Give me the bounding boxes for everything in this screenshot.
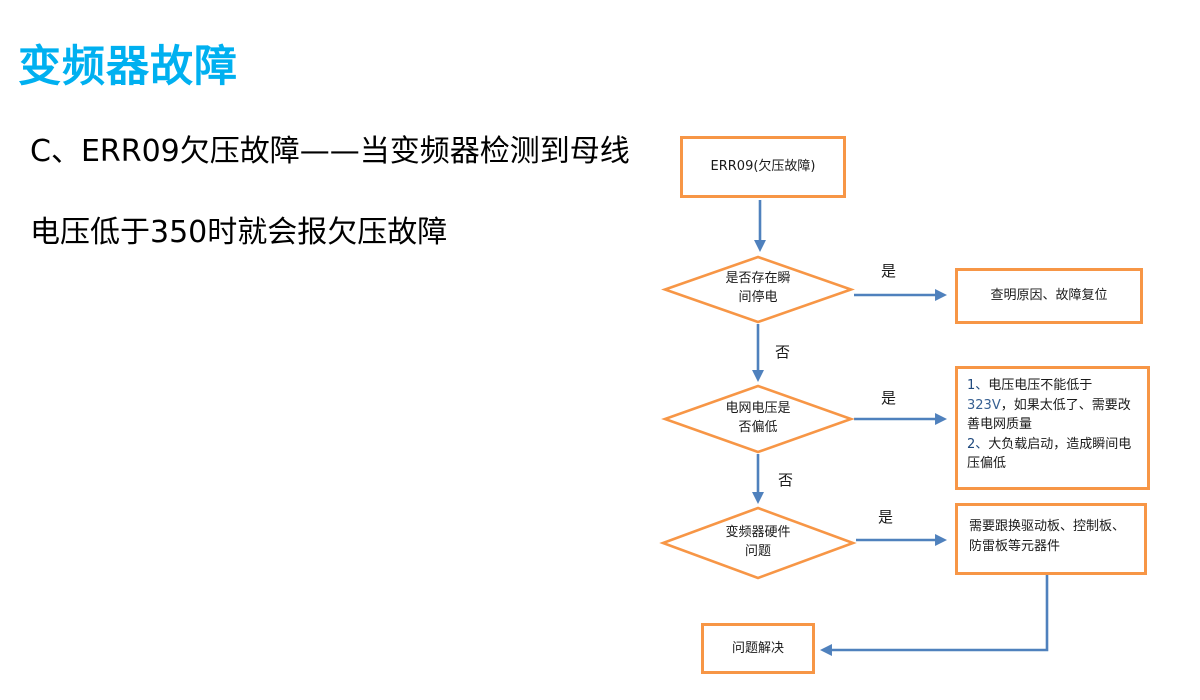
branch-label-no-2: 否 xyxy=(778,471,794,489)
result1-label: 查明原因、故障复位 xyxy=(990,288,1108,304)
node-decision-hardware-problem: 变频器硬件 问题 xyxy=(725,525,791,559)
end-label: 问题解决 xyxy=(731,640,784,656)
branch-label-no-1: 否 xyxy=(775,343,791,361)
node-result-find-cause-reset: 查明原因、故障复位 xyxy=(955,268,1143,324)
description-line-2: 电压低于350时就会报欠压故障 xyxy=(30,215,448,250)
branch-label-yes-2: 是 xyxy=(881,389,897,407)
node-start-label: ERR09(欠压故障) xyxy=(710,159,816,175)
fault-description: C、ERR09欠压故障——当变频器检测到母线 电压低于350时就会报欠压故障 xyxy=(30,130,680,292)
decision1-diamond xyxy=(661,255,855,324)
decision3-diamond xyxy=(659,506,857,580)
branch-label-yes-3: 是 xyxy=(878,508,894,526)
branch-label-yes-1: 是 xyxy=(881,262,897,280)
node-result-replace-boards: 需要跟换驱动板、控制板、防雷板等元器件 xyxy=(955,503,1147,575)
node-end-problem-solved: 问题解决 xyxy=(701,623,815,674)
node-result-voltage-causes: 1、电压电压不能低于323V，如果太低了、需要改善电网质量 2、大负载启动，造成… xyxy=(955,366,1150,490)
cause-item-1: 1、电压电压不能低于323V，如果太低了、需要改善电网质量 xyxy=(967,378,1131,432)
page-title: 变频器故障 xyxy=(18,42,238,92)
node-decision-grid-voltage-low: 电网电压是 否偏低 xyxy=(725,401,791,435)
result3-label: 需要跟换驱动板、控制板、防雷板等元器件 xyxy=(969,519,1126,554)
node-decision-power-interruption: 是否存在瞬 间停电 xyxy=(725,271,791,305)
cause-item-2: 2、大负载启动，造成瞬间电压偏低 xyxy=(967,436,1132,472)
decision2-diamond xyxy=(661,384,855,454)
description-line-1: C、ERR09欠压故障——当变频器检测到母线 xyxy=(30,134,630,169)
node-start: ERR09(欠压故障) xyxy=(680,136,846,198)
arrow-result3-to-end xyxy=(820,574,1049,656)
